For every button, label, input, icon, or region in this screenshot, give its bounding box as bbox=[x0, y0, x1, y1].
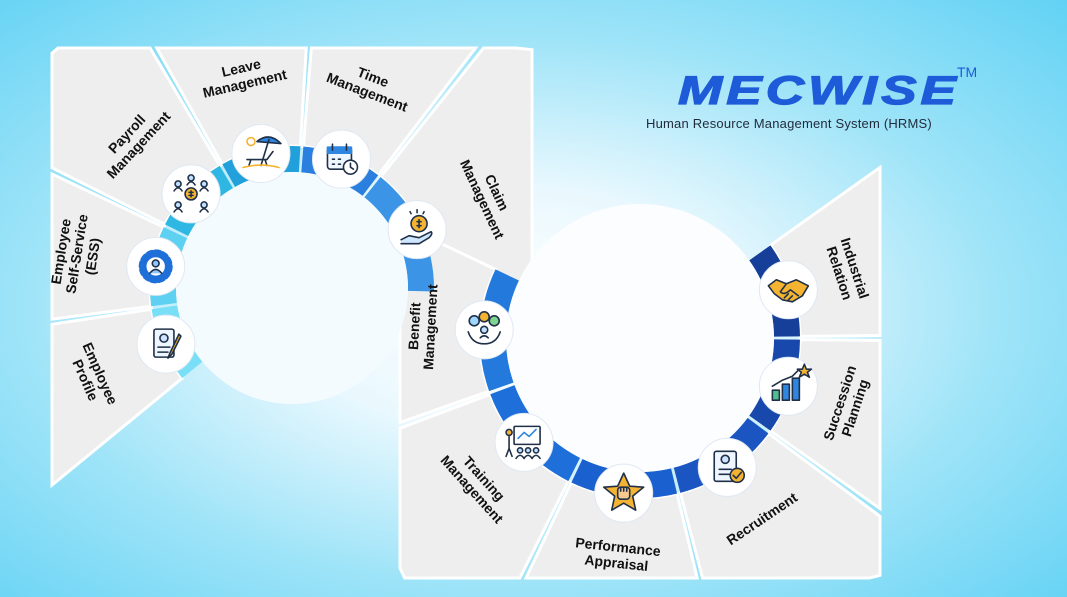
product-subtitle: Human Resource Management System (HRMS) bbox=[646, 116, 932, 131]
left-wheel-hub bbox=[176, 172, 408, 404]
handshake-icon bbox=[767, 278, 810, 303]
growth-chart-icon bbox=[771, 363, 813, 402]
icon-badge bbox=[231, 124, 291, 184]
benefit-hands-icon bbox=[467, 311, 502, 345]
label-line: Appraisal bbox=[584, 551, 649, 574]
right-wheel-hub bbox=[506, 204, 774, 472]
label-line: Benefit bbox=[405, 302, 423, 351]
mecwise-logo: MECWISE bbox=[677, 68, 960, 112]
star-fist-icon bbox=[602, 472, 645, 511]
label-line: Management bbox=[420, 284, 440, 371]
gear-user-icon bbox=[138, 249, 173, 284]
module-time-management[interactable]: TimeManagement bbox=[311, 54, 416, 189]
label-line: (ESS) bbox=[82, 237, 104, 276]
payroll-team-icon bbox=[173, 174, 209, 213]
trademark-mark: TM bbox=[957, 64, 978, 80]
outer-label-ring bbox=[50, 46, 882, 580]
presentation-board-icon bbox=[505, 425, 541, 460]
module-benefit-management[interactable]: BenefitManagement bbox=[404, 283, 514, 370]
hand-coin-icon bbox=[400, 208, 433, 245]
center-holes bbox=[176, 172, 774, 472]
beach-umbrella-icon bbox=[242, 136, 282, 169]
logo-wordmark: MECWISE bbox=[678, 69, 960, 112]
calendar-clock-icon bbox=[326, 143, 359, 175]
label-benefit-management: BenefitManagement bbox=[404, 283, 441, 370]
module-performance-appraisal[interactable]: PerformanceAppraisal bbox=[573, 463, 662, 575]
resume-edit-icon bbox=[153, 328, 182, 359]
resume-check-icon bbox=[713, 450, 746, 484]
